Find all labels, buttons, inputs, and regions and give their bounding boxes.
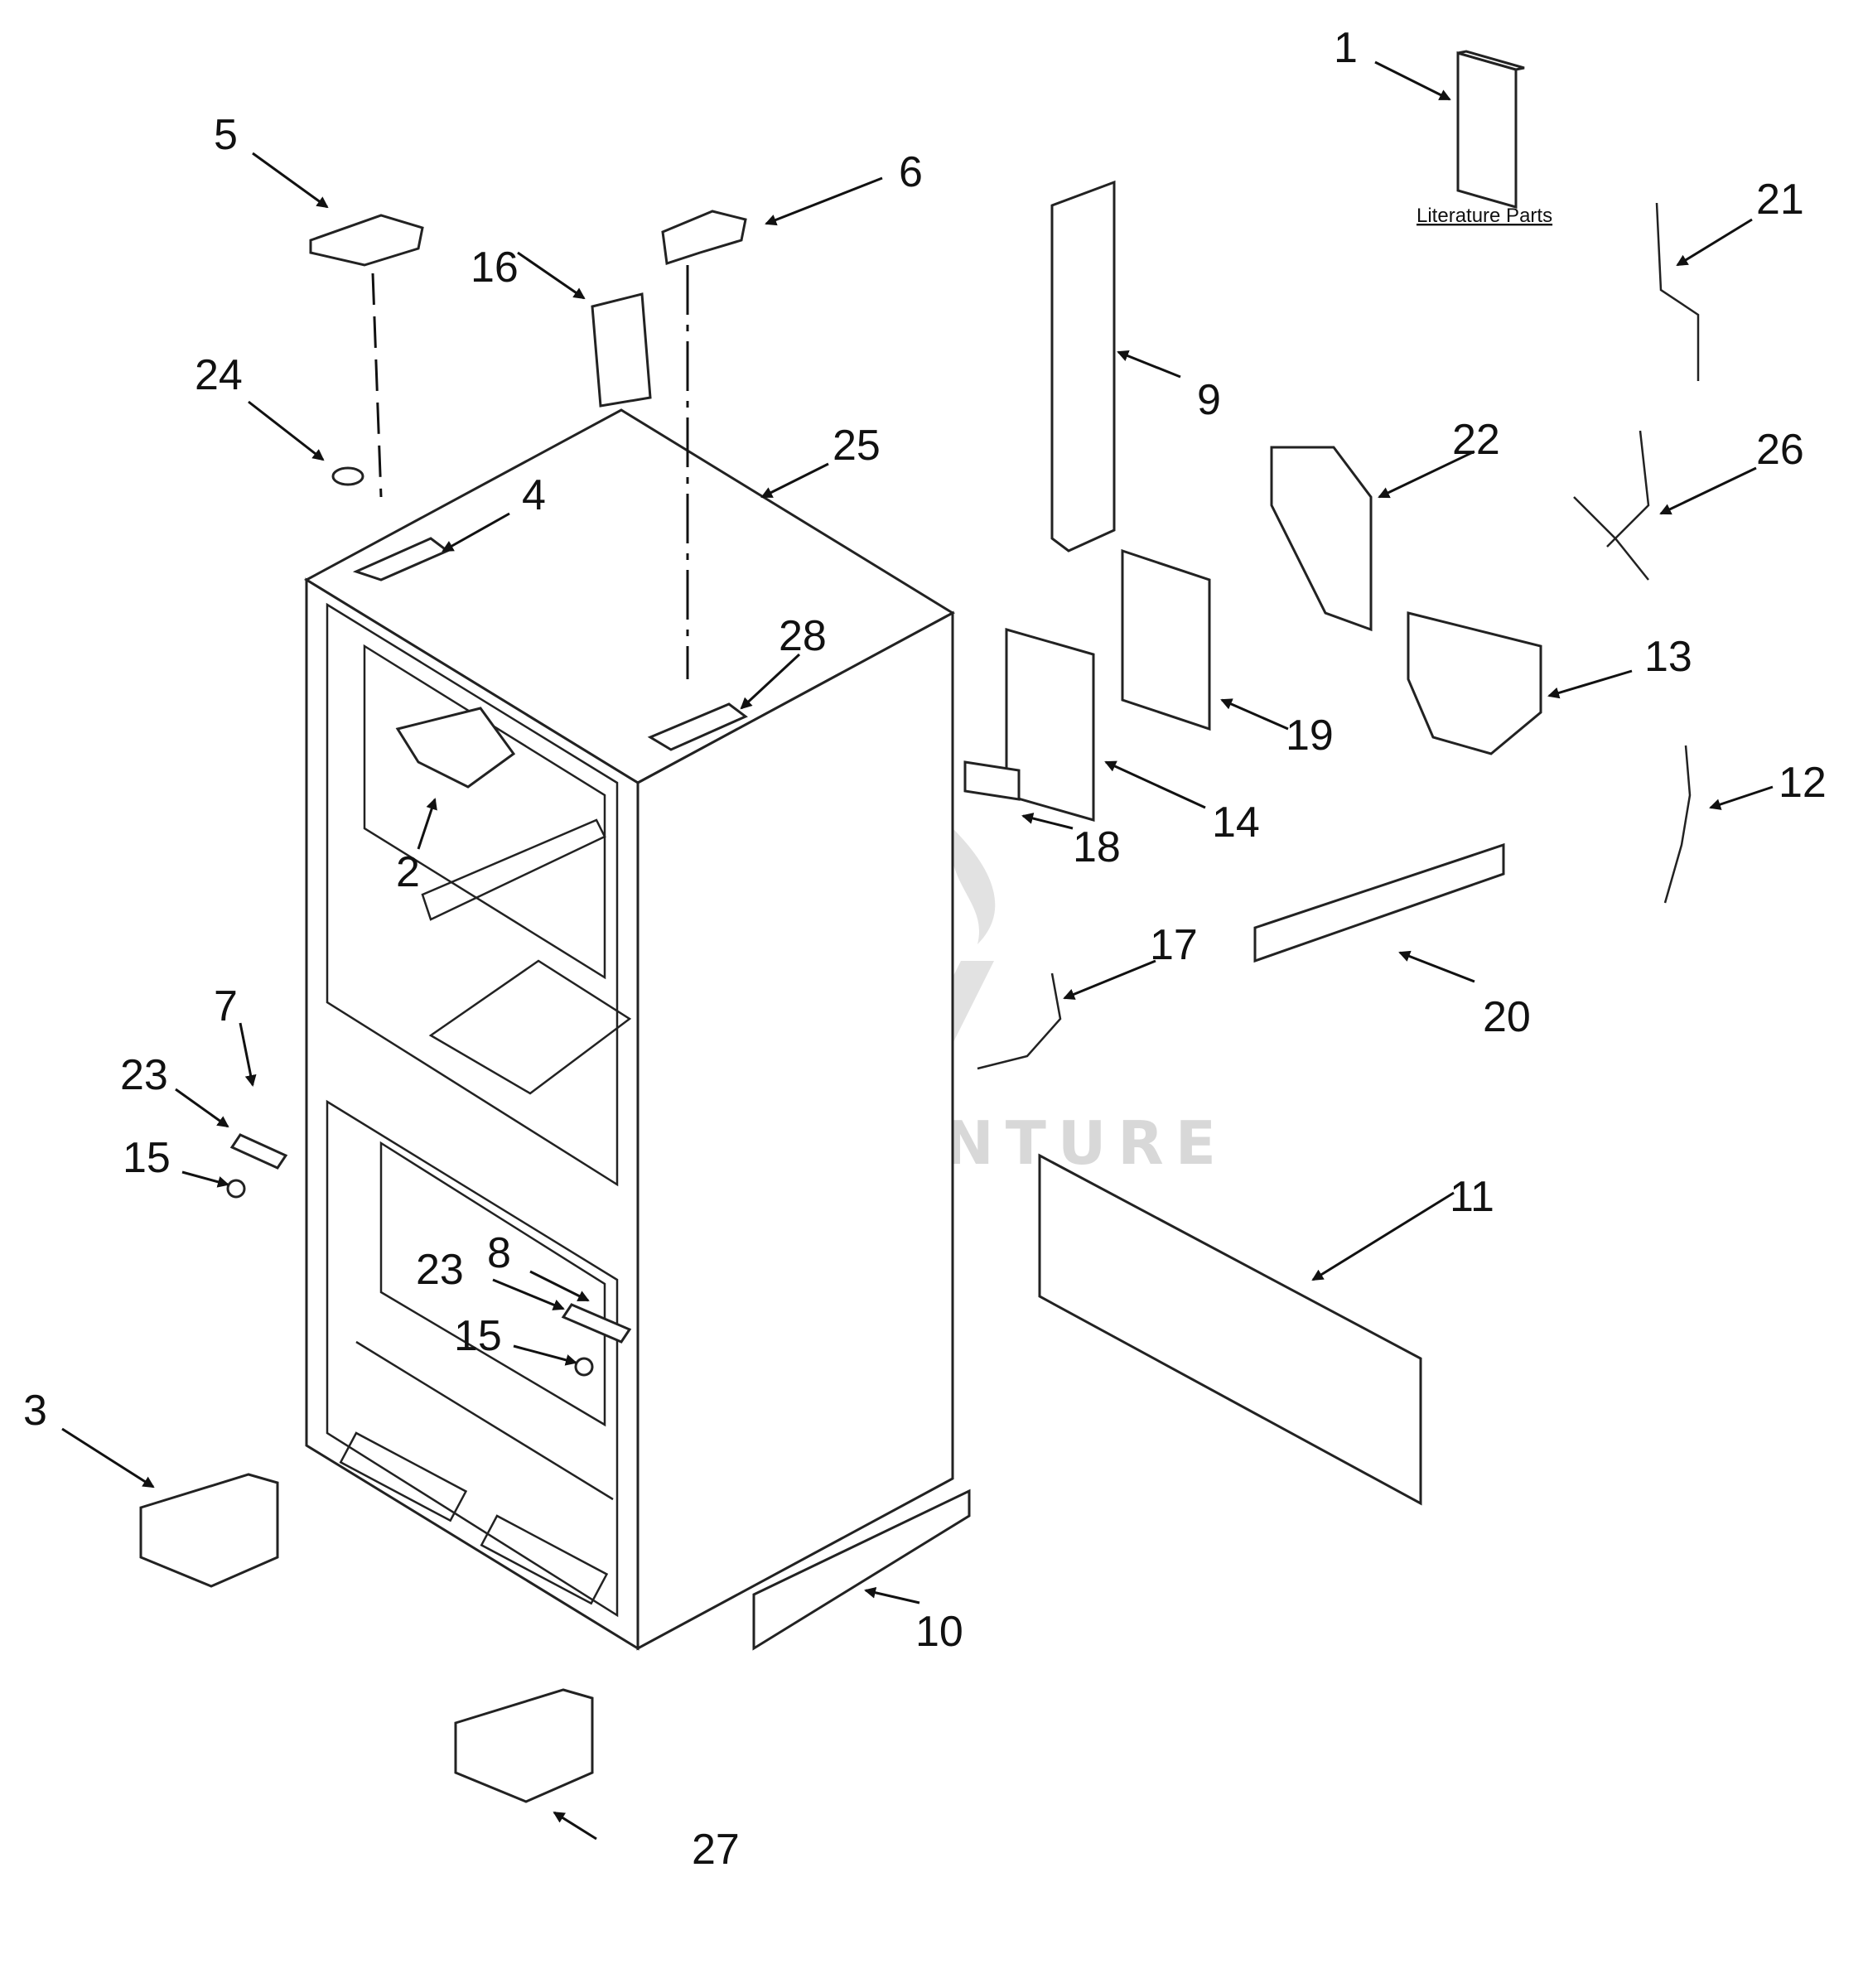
callout-24: 24 — [195, 351, 243, 399]
hinge-cover-left-part — [309, 214, 424, 267]
callout-26: 26 — [1756, 426, 1804, 474]
center-hinge-right-part — [561, 1303, 632, 1344]
callout-1: 1 — [1334, 24, 1358, 72]
callout-12: 12 — [1779, 759, 1827, 807]
wire-harness-part — [1663, 745, 1692, 904]
water-tube-part — [977, 972, 1062, 1070]
callout-3: 3 — [23, 1387, 47, 1435]
screw-left-part — [226, 1179, 246, 1199]
callout-22: 22 — [1452, 416, 1500, 464]
callout-16: 16 — [471, 244, 519, 292]
callout-15b: 15 — [454, 1312, 502, 1360]
callout-8: 8 — [487, 1229, 511, 1277]
lower-hinge-left-part — [139, 1473, 279, 1588]
trim-cap-part — [591, 292, 652, 408]
control-housing-part — [1270, 446, 1373, 632]
callout-27: 27 — [692, 1826, 740, 1874]
callout-28: 28 — [779, 612, 827, 660]
callout-21: 21 — [1756, 176, 1804, 224]
callout-23a: 23 — [120, 1051, 168, 1099]
top-hinge-right-part — [647, 702, 748, 751]
rear-panel-part — [1038, 1153, 1422, 1506]
callout-15a: 15 — [123, 1134, 171, 1182]
cover-plate-part — [1005, 628, 1095, 822]
bushing-part — [331, 466, 364, 486]
lower-hinge-right-part — [454, 1688, 594, 1803]
callout-11: 11 — [1450, 1173, 1494, 1221]
front-trim-part — [752, 1489, 971, 1651]
callout-10: 10 — [915, 1608, 963, 1656]
callout-2: 2 — [396, 848, 420, 896]
shelf-bracket-part — [395, 707, 516, 789]
literature-label: Literature Parts — [1417, 205, 1552, 227]
callout-14: 14 — [1212, 799, 1260, 847]
wire-part — [1655, 202, 1700, 381]
callout-17: 17 — [1150, 921, 1198, 969]
literature-part: Literature Parts — [1417, 50, 1552, 227]
callout-13: 13 — [1644, 633, 1692, 681]
screw-right-part — [574, 1357, 594, 1377]
callout-19: 19 — [1286, 712, 1334, 760]
callout-7: 7 — [214, 982, 238, 1030]
callout-6: 6 — [899, 148, 923, 196]
water-valve-part — [1407, 611, 1542, 755]
cabinet-part — [303, 408, 956, 1651]
guide-lines — [371, 265, 689, 679]
callout-23b: 23 — [416, 1246, 464, 1294]
mullion-part — [1050, 180, 1116, 552]
callout-25: 25 — [833, 422, 881, 470]
control-board-part — [1121, 548, 1211, 731]
trim-bottom-right-part — [1253, 842, 1505, 963]
callout-5: 5 — [214, 111, 238, 159]
callout-18: 18 — [1073, 823, 1121, 871]
hinge-cover-right-part — [661, 210, 747, 265]
center-hinge-left-part — [229, 1133, 288, 1170]
callout-labels: 1 2 3 4 5 6 7 8 9 10 11 12 13 14 15 15 1… — [23, 24, 1827, 1874]
callout-4: 4 — [522, 471, 546, 519]
callout-20: 20 — [1483, 993, 1531, 1041]
fill-tube-part — [1573, 430, 1650, 581]
leader-arrows — [61, 60, 1774, 1841]
callout-9: 9 — [1197, 376, 1221, 424]
sensor-part — [963, 760, 1021, 801]
